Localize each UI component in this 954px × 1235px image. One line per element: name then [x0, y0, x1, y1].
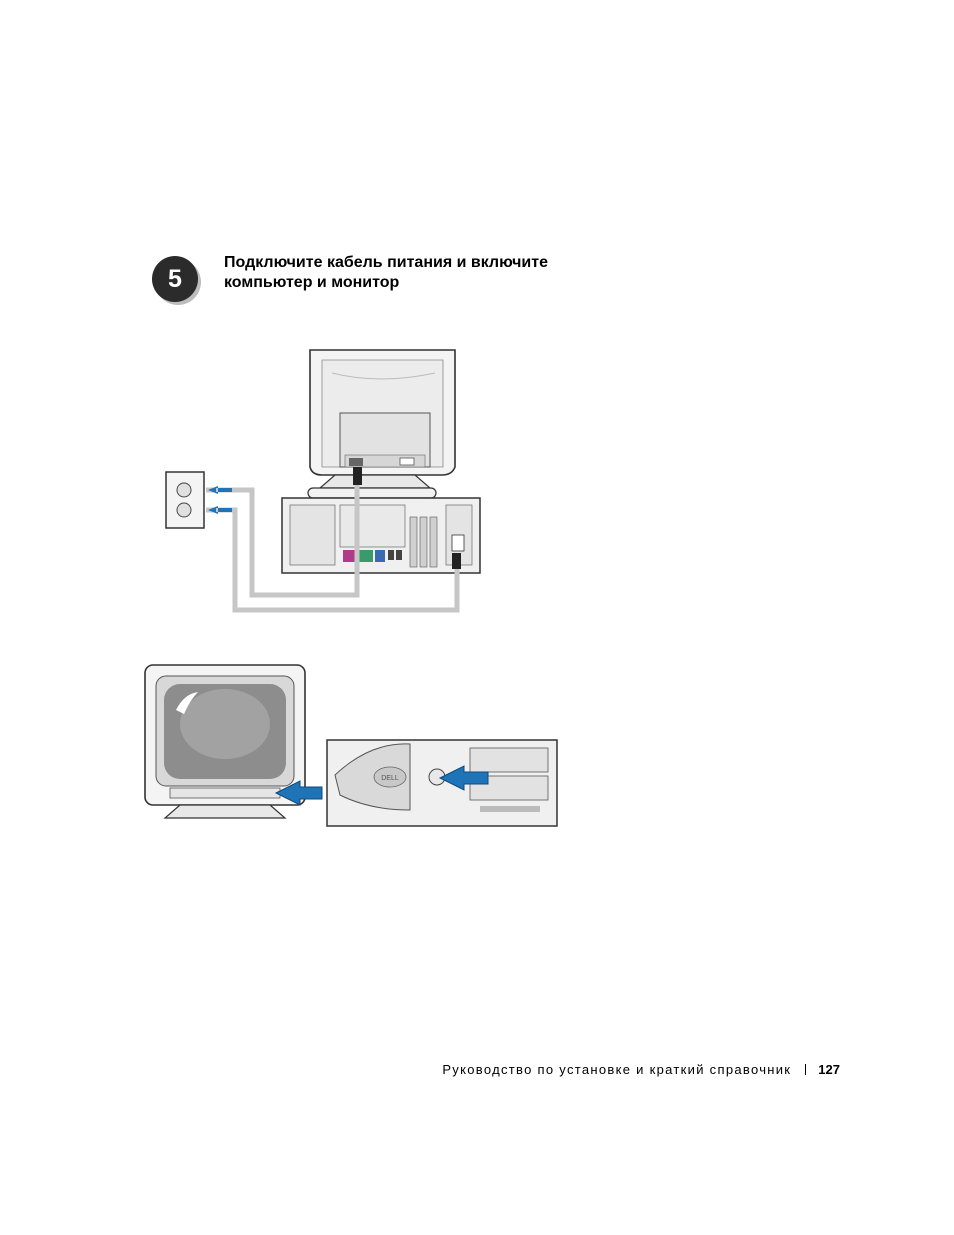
monitor-front [144, 664, 306, 819]
step-title: Подключите кабель питания и включите ком… [224, 253, 624, 293]
footer-text: Руководство по установке и краткий справ… [442, 1062, 792, 1077]
rear-power-connection-illustration [165, 349, 481, 613]
arrow-icon [438, 765, 489, 791]
arrow-icon [208, 506, 232, 514]
brand-logo: DELL [381, 775, 399, 782]
monitor-rear [307, 349, 456, 499]
footer-separator [805, 1064, 807, 1075]
arrow-icon [208, 486, 232, 494]
step-title-line-1: Подключите кабель питания и включите [224, 254, 548, 271]
page-footer: Руководство по установке и краткий справ… [380, 1062, 840, 1077]
step-number: 5 [168, 265, 182, 293]
front-power-buttons-illustration: DELL [144, 664, 558, 827]
step-number-badge: 5 [152, 256, 201, 305]
computer-rear [281, 497, 481, 574]
wall-outlet [165, 471, 205, 529]
arrow-icon [274, 780, 323, 806]
computer-front: DELL [326, 739, 558, 827]
step-title-line-2: компьютер и монитор [224, 274, 400, 291]
page-number: 127 [818, 1062, 840, 1077]
